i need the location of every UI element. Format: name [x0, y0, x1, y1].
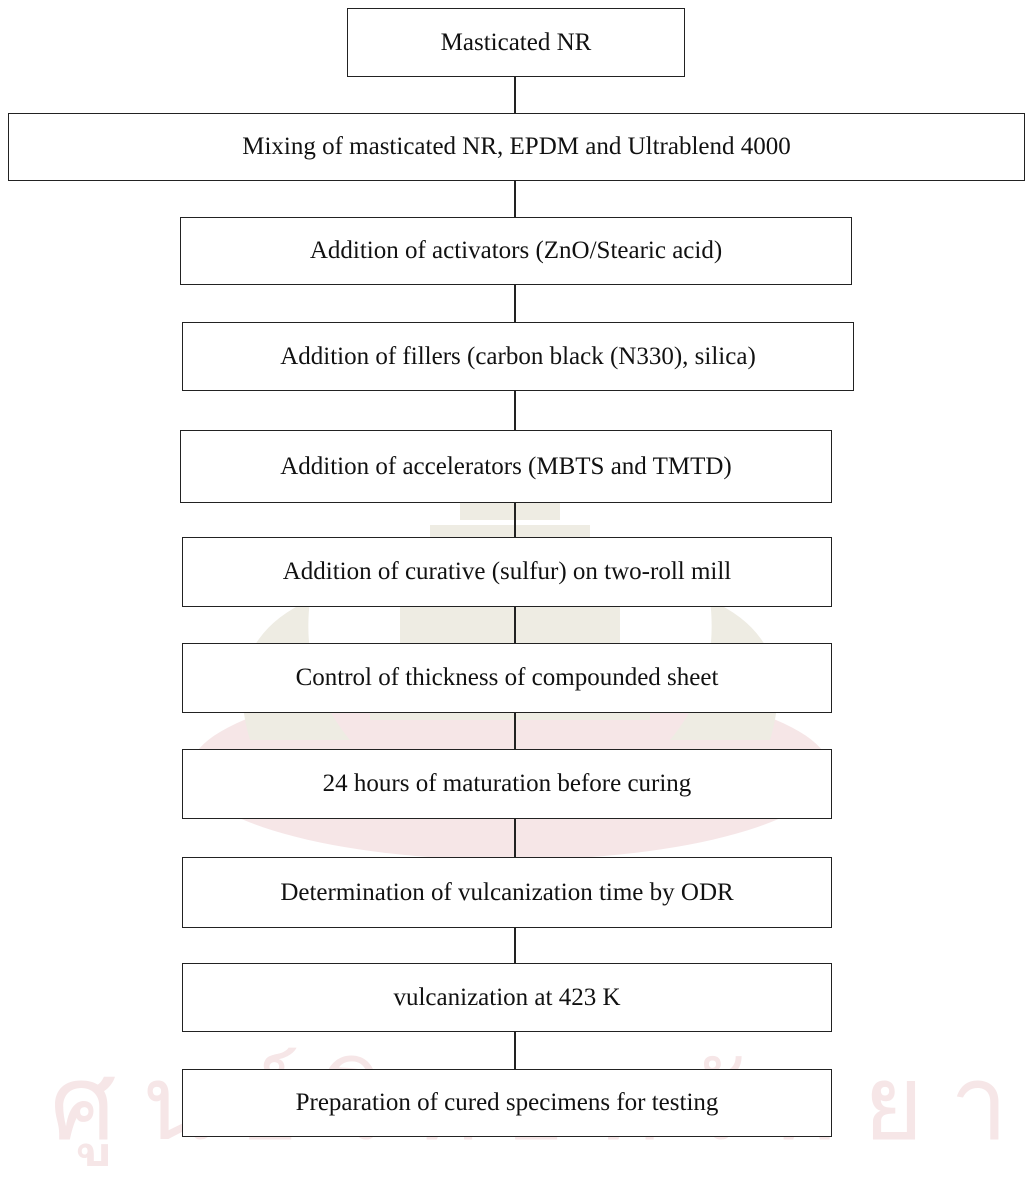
step-label-5: Addition of accelerators (MBTS and TMTD) [280, 452, 732, 480]
connector-9-10 [514, 928, 516, 963]
step-label-7: Control of thickness of compounded sheet [295, 664, 719, 691]
connector-1-2 [514, 77, 516, 113]
step-label-3: Addition of activators (ZnO/Stearic acid… [309, 237, 723, 264]
step-box-2: Mixing of masticated NR, EPDM and Ultrab… [8, 113, 1025, 181]
process-flowchart: ศูนย์วิทยทรัพยากร Masticated NR Mixing o… [8, 8, 1025, 1164]
step-box-3: Addition of activators (ZnO/Stearic acid… [180, 217, 852, 285]
connector-3-4 [514, 285, 516, 322]
step-box-6: Addition of curative (sulfur) on two-rol… [182, 537, 832, 607]
step-label-1: Masticated NR [440, 28, 592, 56]
step-label-4: Addition of fillers (carbon black (N330)… [280, 342, 756, 370]
connector-10-11 [514, 1032, 516, 1069]
connector-7-8 [514, 713, 516, 749]
step-box-7: Control of thickness of compounded sheet [182, 643, 832, 713]
connector-5-6 [514, 503, 516, 537]
step-box-11: Preparation of cured specimens for testi… [182, 1069, 832, 1137]
step-box-9: Determination of vulcanization time by O… [182, 857, 832, 928]
step-label-8: 24 hours of maturation before curing [322, 770, 692, 797]
step-box-1: Masticated NR [347, 8, 685, 77]
connector-4-5 [514, 391, 516, 430]
step-box-8: 24 hours of maturation before curing [182, 749, 832, 819]
step-box-10: vulcanization at 423 K [182, 963, 832, 1032]
step-label-2: Mixing of masticated NR, EPDM and Ultrab… [242, 133, 791, 160]
connector-6-7 [514, 607, 516, 643]
step-label-11: Preparation of cured specimens for testi… [295, 1089, 719, 1116]
step-label-6: Addition of curative (sulfur) on two-rol… [282, 558, 732, 585]
connector-2-3 [514, 181, 516, 217]
connector-8-9 [514, 819, 516, 857]
step-box-4: Addition of fillers (carbon black (N330)… [182, 322, 854, 391]
step-box-5: Addition of accelerators (MBTS and TMTD) [180, 430, 832, 503]
step-label-9: Determination of vulcanization time by O… [280, 878, 734, 906]
step-label-10: vulcanization at 423 K [393, 983, 621, 1011]
